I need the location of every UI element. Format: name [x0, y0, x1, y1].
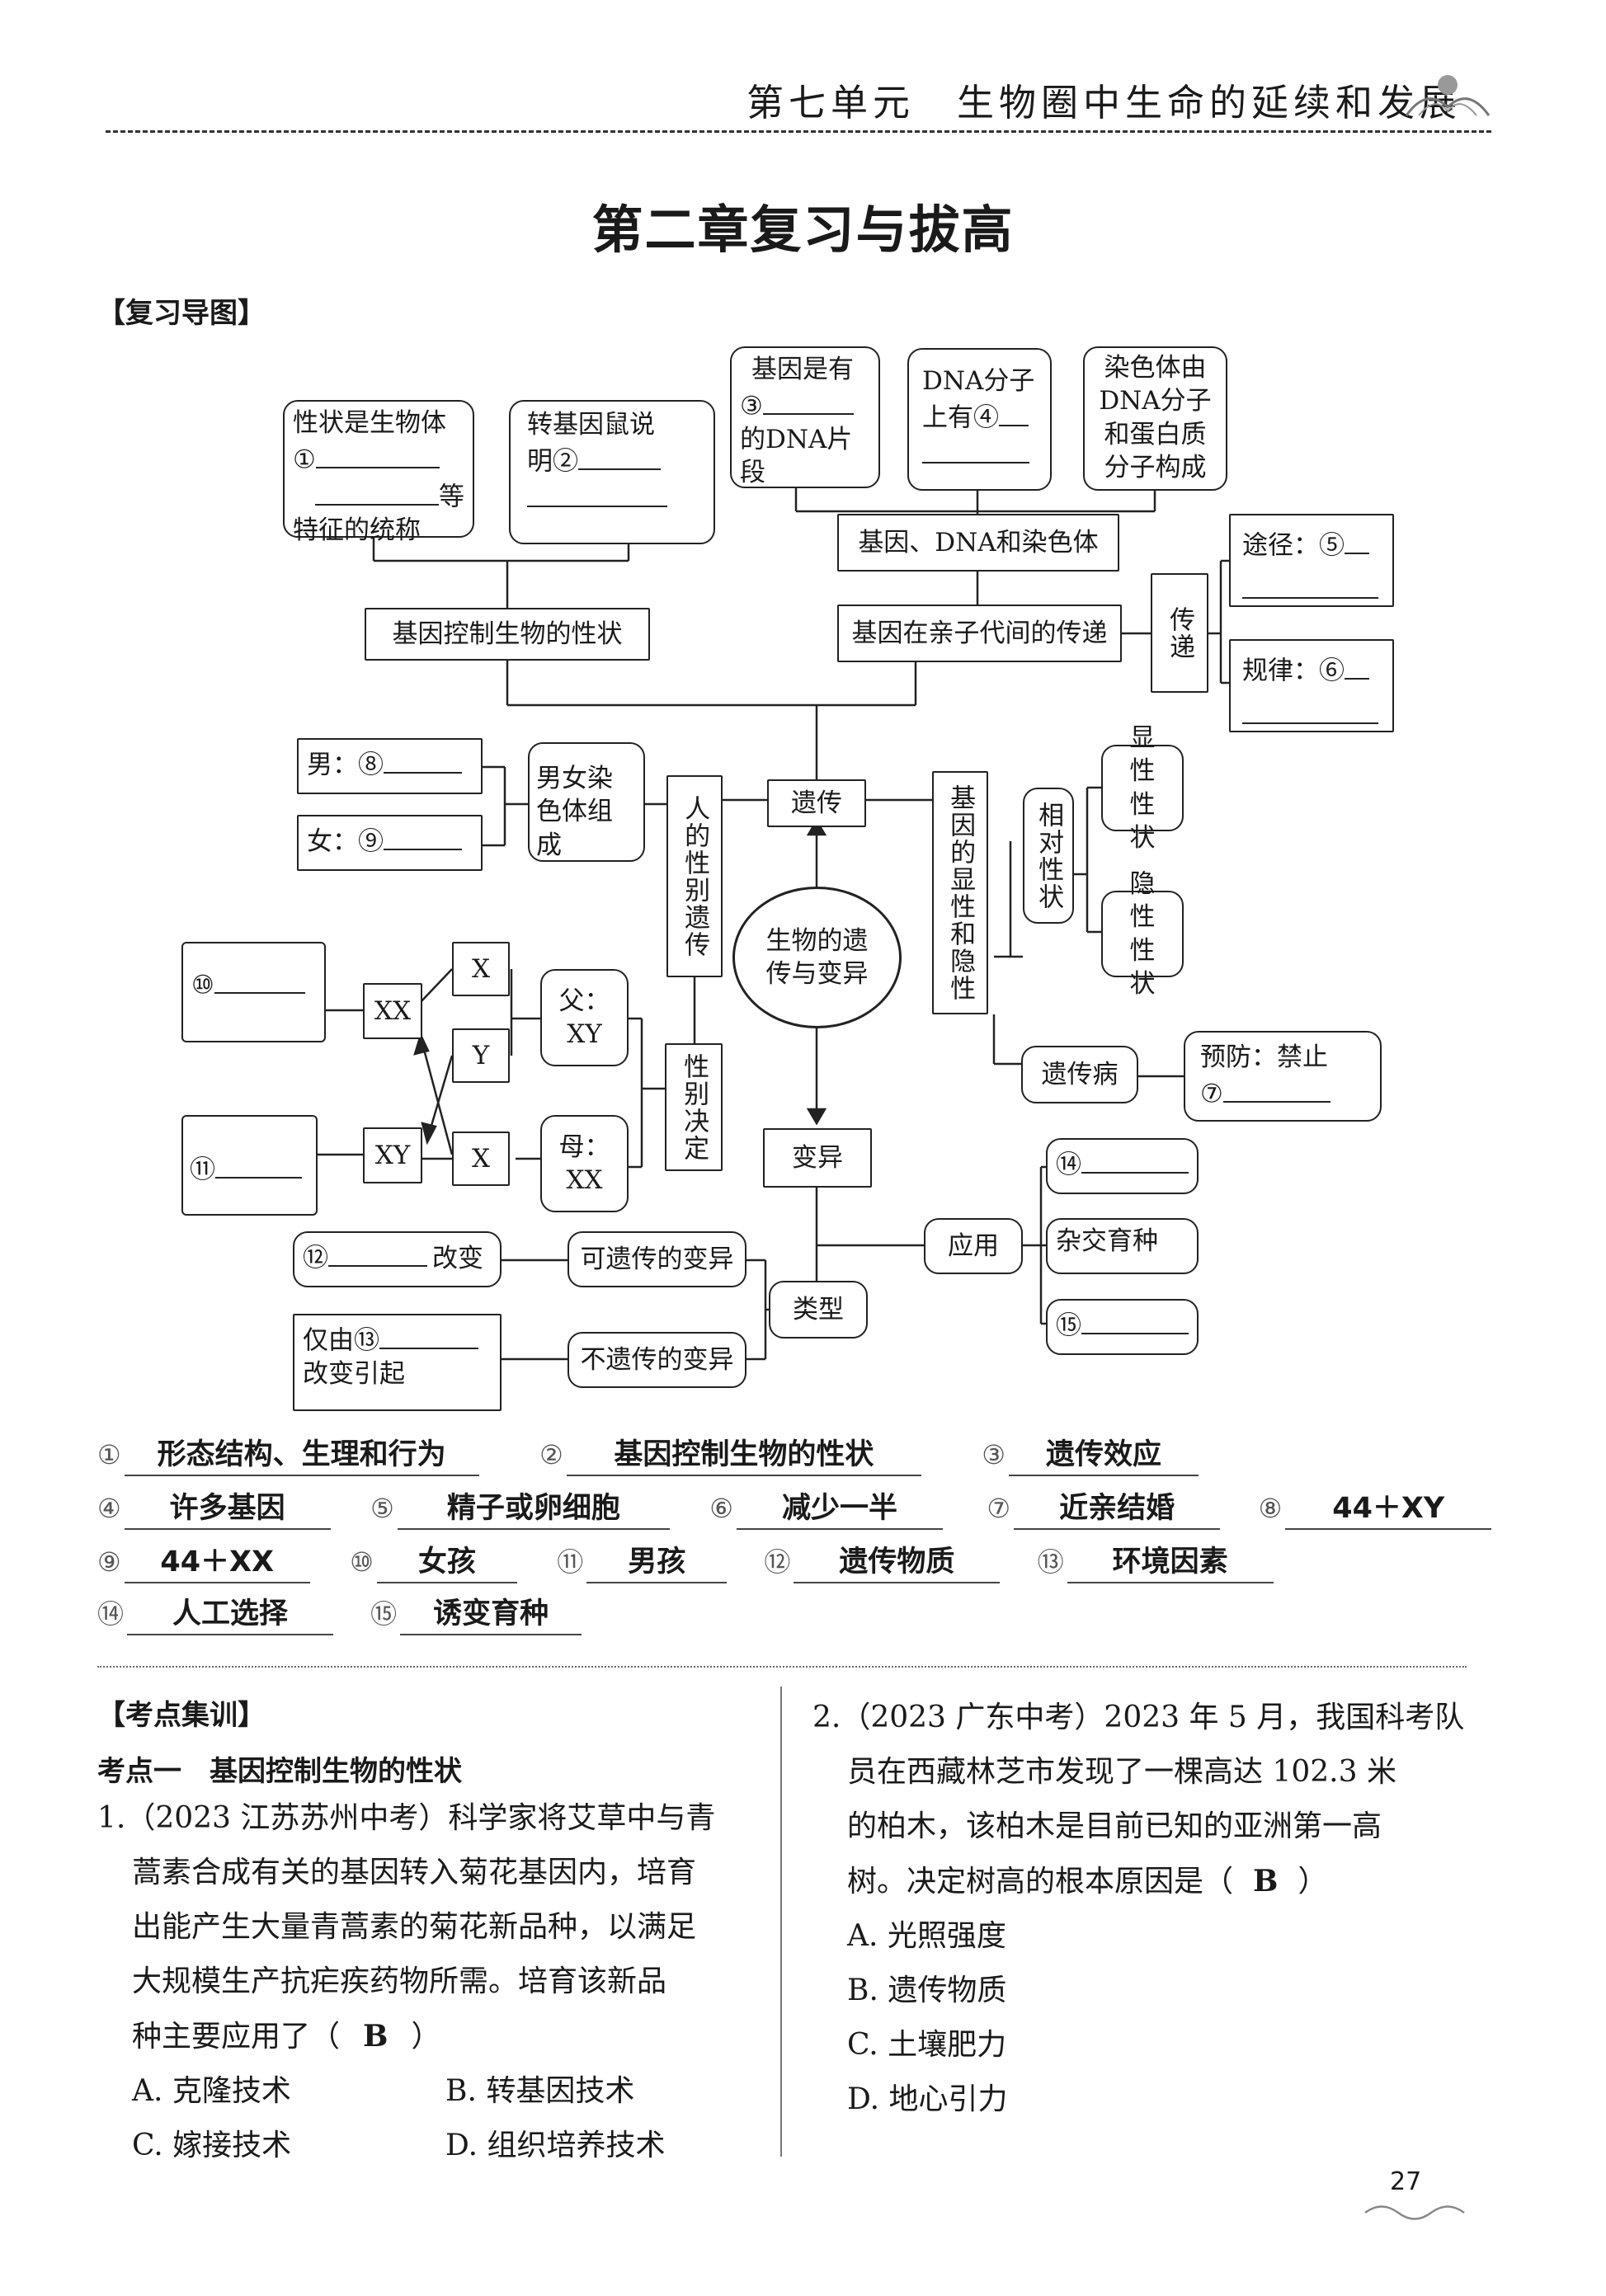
exam-practice-label: 【考点集训】 — [97, 1692, 266, 1733]
q1-option-c: C. 嫁接技术 — [132, 2119, 445, 2173]
heredity-node: 遗传 — [767, 779, 866, 827]
sex-inheritance-node: 人的性别遗传 — [666, 775, 723, 977]
x-sperm-box: X — [452, 942, 510, 996]
gene-definition-box: 基因是有 ③ 的DNA片段 — [730, 346, 880, 488]
types-node: 类型 — [769, 1281, 868, 1339]
heritable-variation-box: 可遗传的变异 — [568, 1231, 746, 1287]
gene-transfer-node: 基因在亲子代间的传递 — [837, 605, 1122, 662]
transgenic-mouse-box: 转基因鼠说 明② — [509, 400, 715, 544]
column-divider — [780, 1687, 782, 2157]
male-box: 男：⑧ — [297, 738, 483, 794]
application-node: 应用 — [924, 1218, 1023, 1274]
q2-answer: B — [1253, 1864, 1278, 1898]
gene-dna-chromosome-node: 基因、DNA和染色体 — [837, 514, 1119, 572]
q1-option-d: D. 组织培养技术 — [445, 2129, 665, 2162]
y-sperm-box: Y — [452, 1028, 510, 1083]
q2-option-a: A. 光照强度 — [812, 1909, 1489, 1964]
xx-zygote-box: XX — [363, 983, 422, 1039]
section-divider — [97, 1666, 1467, 1668]
blank-14-box: ⑭ — [1046, 1138, 1199, 1194]
mother-box: 母： XX — [540, 1115, 629, 1212]
blank-10-box: ⑩ — [181, 942, 326, 1042]
variation-node: 变异 — [763, 1128, 872, 1188]
non-heritable-variation-box: 不遗传的变异 — [568, 1332, 746, 1388]
q2-option-b: B. 遗传物质 — [812, 1964, 1489, 2018]
gene-control-node: 基因控制生物的性状 — [365, 608, 650, 661]
sex-chrom-composition-node: 男女染色体组成 — [528, 742, 645, 862]
q1-answer: B — [363, 2019, 388, 2054]
dominant-trait-box: 显性性状 — [1101, 745, 1184, 831]
trait-definition-box: 性状是生物体 ① 等 特征的统称 — [283, 400, 474, 538]
transfer-node: 传递 — [1151, 573, 1208, 693]
q1-option-a: A. 克隆技术 — [132, 2064, 445, 2119]
blank-11-box: ⑪ — [181, 1115, 318, 1216]
x-egg-box: X — [452, 1132, 510, 1186]
q2-option-c: C. 土壤肥力 — [812, 2018, 1489, 2073]
prevention-box: 预防：禁止 ⑦ — [1184, 1031, 1382, 1122]
father-box: 父： XY — [540, 969, 629, 1066]
footer-ornament-icon — [1361, 2200, 1468, 2225]
xy-zygote-box: XY — [363, 1127, 422, 1183]
q2-option-d: D. 地心引力 — [812, 2073, 1489, 2127]
female-box: 女：⑨ — [297, 815, 483, 871]
dominance-node: 基因的显性和隐性 — [932, 771, 988, 1014]
relative-traits-node: 相对性状 — [1023, 788, 1074, 924]
center-node: 生物的遗传与变异 — [732, 887, 902, 1028]
rule-box: 规律：⑥ — [1229, 639, 1394, 732]
blank-15-box: ⑮ — [1046, 1299, 1199, 1355]
pathway-box: 途径：⑤ — [1229, 514, 1394, 607]
genetic-disease-node: 遗传病 — [1021, 1046, 1138, 1103]
dna-genes-box: DNA分子 上有④ — [907, 348, 1052, 491]
hybrid-breeding-box: 杂交育种 — [1046, 1218, 1199, 1274]
question-2: 2.（2023 广东中考）2023 年 5 月，我国科考队 员在西藏林芝市发现了… — [812, 1691, 1489, 2127]
sex-determination-node: 性别决定 — [665, 1043, 723, 1171]
q1-option-b: B. 转基因技术 — [445, 2074, 634, 2108]
recessive-trait-box: 隐性性状 — [1101, 891, 1184, 977]
chromosome-box: 染色体由 DNA分子 和蛋白质 分子构成 — [1083, 346, 1227, 491]
blank-13-box: 仅由⑬ 改变引起 — [293, 1314, 502, 1411]
knowledge-point-1: 考点一 基因控制生物的性状 — [97, 1748, 462, 1789]
page-number: 27 — [1390, 2167, 1421, 2196]
question-1: 1.（2023 江苏苏州中考）科学家将艾草中与青 蒿素合成有关的基因转入菊花基因… — [97, 1791, 774, 2173]
